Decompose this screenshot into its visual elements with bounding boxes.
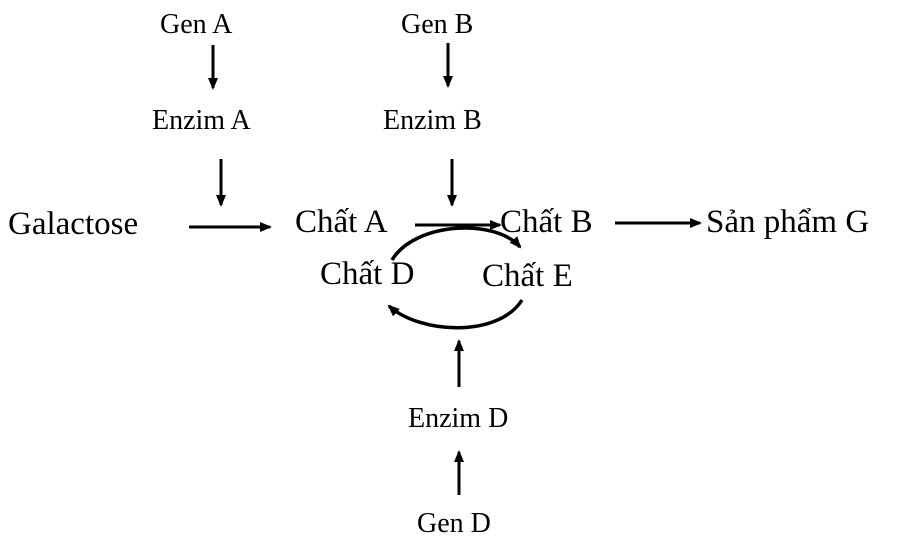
chat-e-label: Chất E bbox=[482, 258, 573, 294]
gen-d-label: Gen D bbox=[417, 508, 491, 539]
arrow-chat-e-to-chat-d bbox=[387, 299, 524, 330]
arrow-chat-d-to-chat-e bbox=[390, 226, 522, 261]
san-pham-g-label: Sản phẩm G bbox=[706, 204, 870, 240]
gen-b-label: Gen B bbox=[401, 9, 474, 40]
enzim-d-label: Enzim D bbox=[408, 403, 509, 434]
gen-a-label: Gen A bbox=[160, 9, 233, 40]
chat-b-label: Chất B bbox=[500, 204, 593, 240]
chat-d-label: Chất D bbox=[320, 256, 415, 292]
enzim-a-label: Enzim A bbox=[152, 105, 251, 136]
enzim-b-label: Enzim B bbox=[383, 105, 482, 136]
chat-a-label: Chất A bbox=[295, 204, 388, 240]
galactose-label: Galactose bbox=[8, 206, 139, 242]
